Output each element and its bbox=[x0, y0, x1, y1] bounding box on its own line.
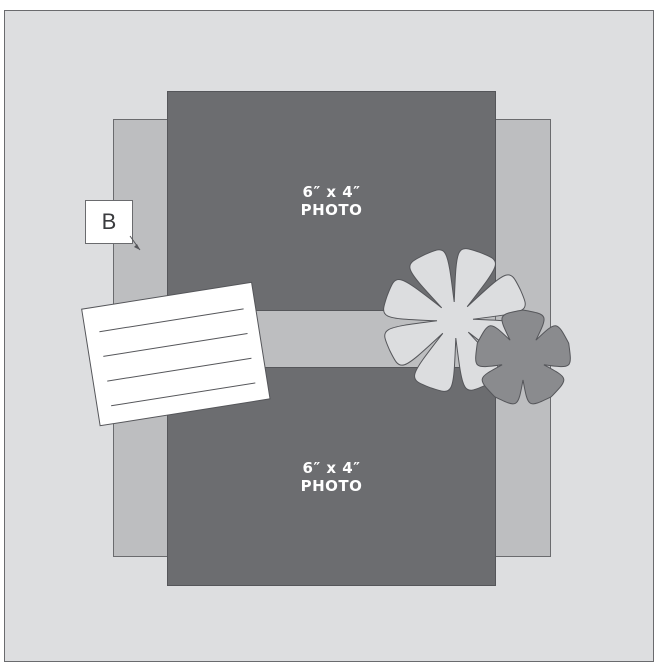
marker-arrow-icon bbox=[129, 235, 141, 251]
journal-line bbox=[103, 333, 248, 357]
marker-b-box: B bbox=[85, 200, 133, 244]
photo-bottom-size: 6″ x 4″ bbox=[302, 458, 361, 477]
photo-top-caption: PHOTO bbox=[300, 201, 363, 219]
small-flower-icon bbox=[475, 309, 571, 405]
photo-bottom-label: 6″ x 4″ PHOTO bbox=[301, 459, 363, 495]
big-flower-shape bbox=[383, 248, 527, 392]
large-flower-icon bbox=[383, 248, 527, 392]
journal-line bbox=[111, 382, 256, 407]
marker-b-label: B bbox=[101, 209, 117, 234]
journal-line bbox=[107, 357, 252, 382]
photo-top-label: 6″ x 4″ PHOTO bbox=[301, 183, 363, 219]
photo-top-size: 6″ x 4″ bbox=[302, 183, 361, 201]
journal-card bbox=[81, 281, 271, 427]
small-flower-shape bbox=[475, 309, 571, 405]
journal-line bbox=[99, 308, 244, 333]
photo-bottom-caption: PHOTO bbox=[300, 476, 363, 495]
